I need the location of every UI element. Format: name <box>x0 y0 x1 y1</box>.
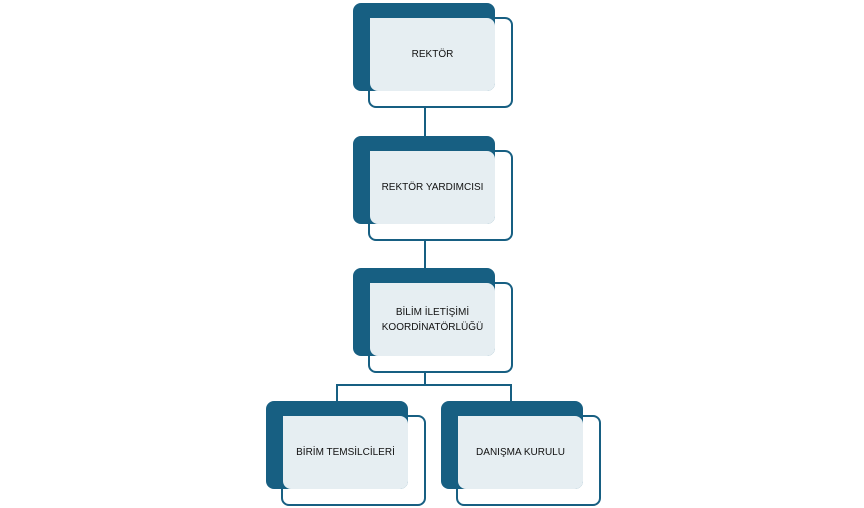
node-label: BİRİM TEMSİLCİLERİ <box>296 447 395 458</box>
node-label-line2: KOORDİNATÖRLÜĞÜ <box>381 321 484 333</box>
node-label-box: REKTÖR YARDIMCISI <box>370 151 495 224</box>
connector <box>424 224 426 268</box>
node-label: DANIŞMA KURULU <box>476 447 565 458</box>
node-label-box: BİLİM İLETİŞİMİ KOORDİNATÖRLÜĞÜ <box>370 283 495 356</box>
connector <box>336 384 338 401</box>
node-label: REKTÖR YARDIMCISI <box>381 182 484 193</box>
node-label-box: REKTÖR <box>370 18 495 91</box>
node-label-line1: BİLİM İLETİŞİMİ <box>395 306 470 318</box>
connector <box>510 384 512 401</box>
node-label-box: BİRİM TEMSİLCİLERİ <box>283 416 408 489</box>
node-label-box: DANIŞMA KURULU <box>458 416 583 489</box>
connector <box>424 91 426 136</box>
connector <box>336 384 512 386</box>
node-label: REKTÖR <box>411 49 454 60</box>
